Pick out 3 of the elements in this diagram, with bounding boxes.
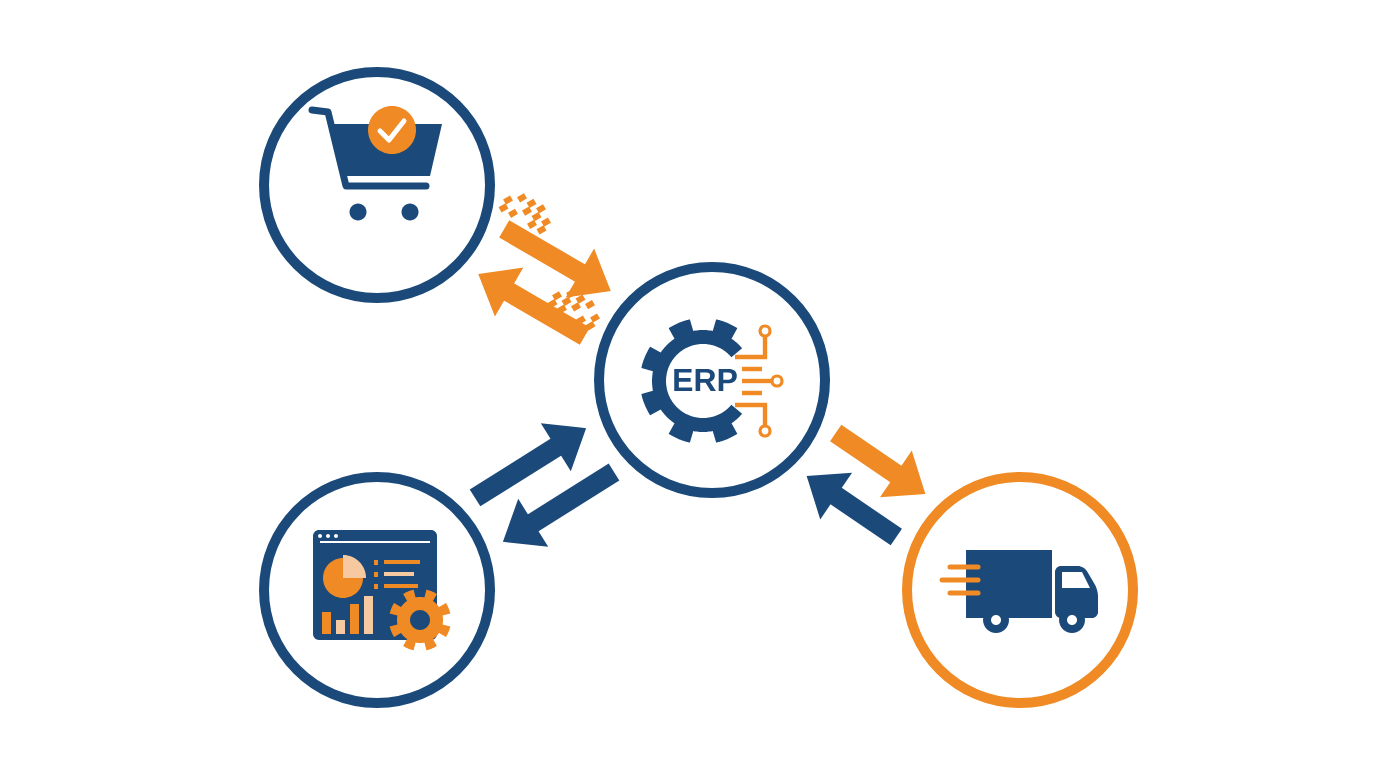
icon-circle (259, 67, 495, 303)
icon-circle (259, 472, 495, 708)
icon-circle (902, 472, 1138, 708)
